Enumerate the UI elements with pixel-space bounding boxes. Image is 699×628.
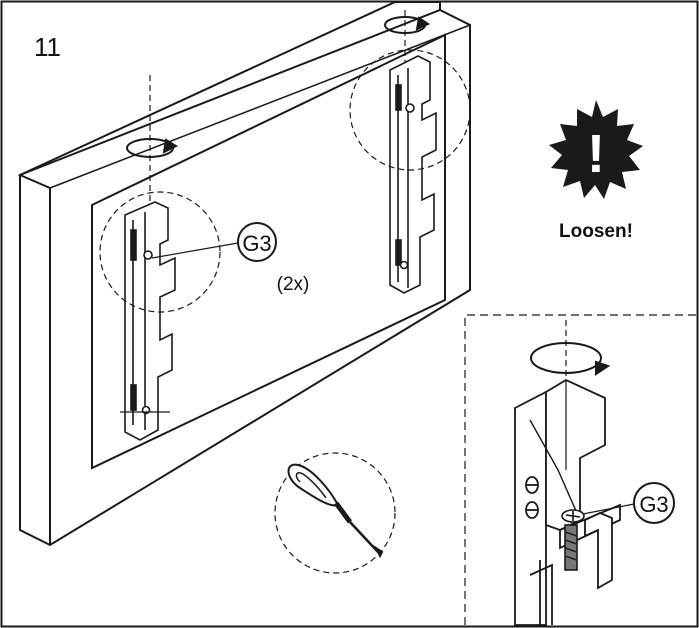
right-wall-bracket bbox=[389, 55, 437, 294]
warning-burst-icon: ! bbox=[549, 100, 643, 199]
rotate-arrow-icon bbox=[384, 16, 431, 34]
warning-symbol: ! bbox=[587, 124, 605, 184]
left-wall-bracket bbox=[120, 201, 176, 441]
screw bbox=[561, 509, 585, 571]
part-callout-g3: G3 bbox=[151, 222, 277, 262]
highlight-circles bbox=[99, 49, 471, 574]
part-label: G3 bbox=[639, 492, 668, 517]
quantity-label: (2x) bbox=[277, 274, 310, 295]
part-callout-g3-detail: G3 bbox=[582, 482, 675, 524]
part-label: G3 bbox=[242, 231, 271, 256]
detail-inset: G3 bbox=[464, 314, 697, 626]
rotate-arrow-icon bbox=[126, 138, 179, 158]
step-number: 11 bbox=[34, 32, 61, 62]
warning-label: Loosen! bbox=[559, 221, 633, 242]
screwdriver-icon bbox=[287, 463, 384, 559]
rotate-arrow-icon bbox=[530, 342, 611, 376]
